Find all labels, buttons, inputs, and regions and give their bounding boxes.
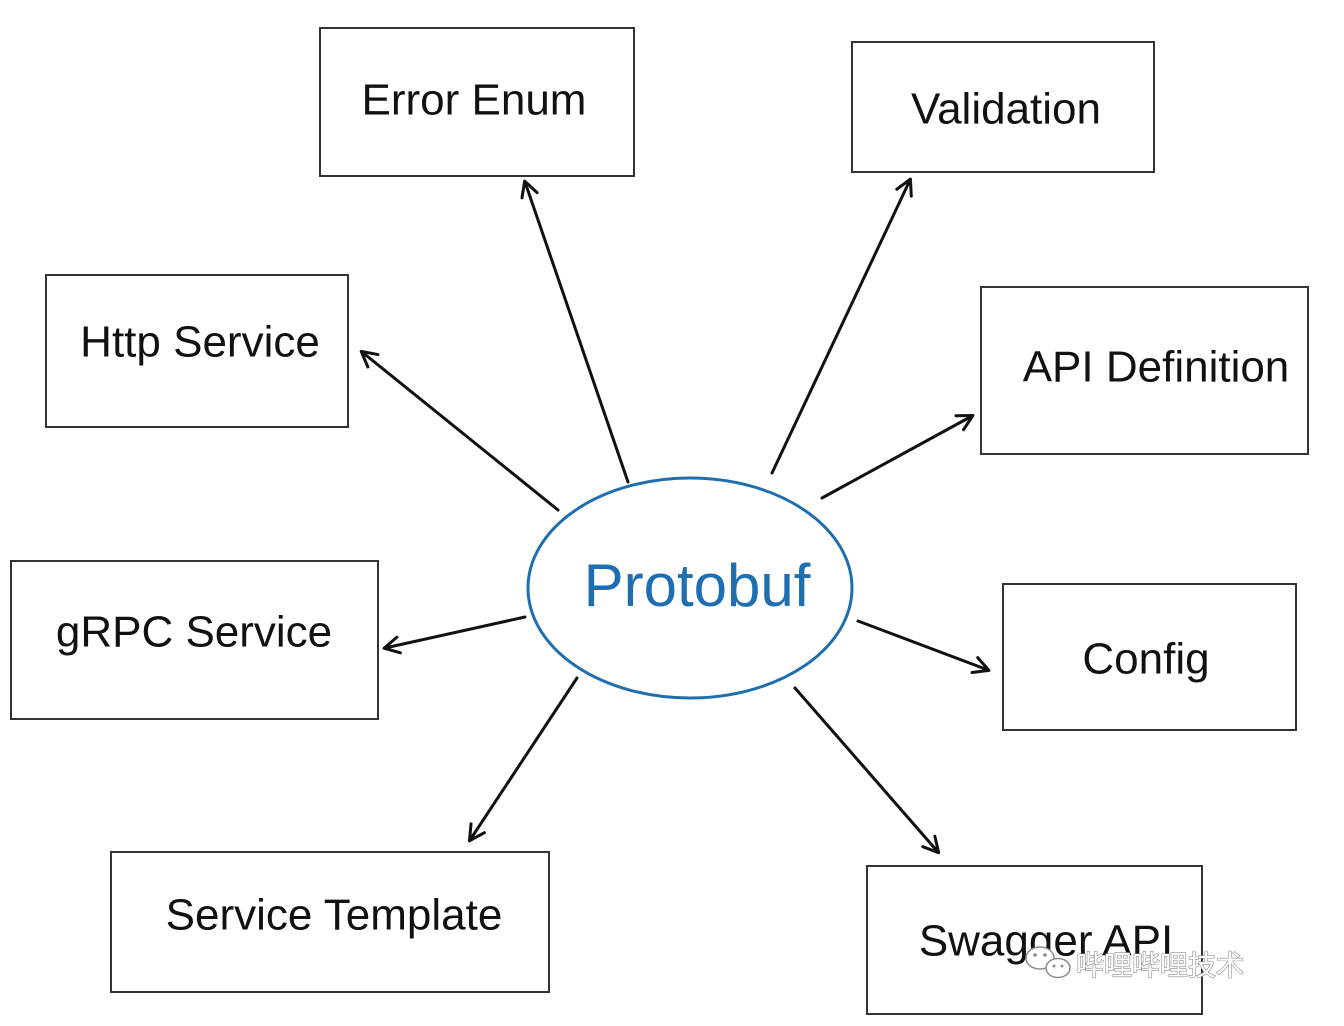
arrow-to-validation bbox=[770, 177, 913, 475]
node-box bbox=[319, 27, 635, 177]
arrow-to-config bbox=[856, 619, 991, 675]
node-config: Config bbox=[1002, 583, 1297, 731]
arrow-to-api-definition bbox=[820, 414, 975, 500]
node-http-service: Http Service bbox=[45, 274, 349, 428]
node-label: Error Enum bbox=[362, 76, 587, 125]
wechat-icon bbox=[1025, 946, 1071, 979]
arrow-to-http-service bbox=[359, 349, 560, 512]
node-label: Validation bbox=[911, 85, 1101, 134]
node-label: API Definition bbox=[1023, 343, 1290, 392]
node-swagger-api: Swagger API bbox=[866, 865, 1203, 1015]
node-label: Config bbox=[1082, 635, 1209, 684]
node-box bbox=[10, 560, 379, 720]
node-label: Http Service bbox=[80, 318, 320, 367]
node-api-definition: API Definition bbox=[980, 286, 1309, 455]
center-label: Protobuf bbox=[584, 552, 811, 619]
node-label: gRPC Service bbox=[56, 608, 332, 657]
node-error-enum: Error Enum bbox=[319, 27, 635, 177]
node-grpc-service: gRPC Service bbox=[10, 560, 379, 720]
node-service-template: Service Template bbox=[110, 851, 550, 993]
arrow-to-service-template bbox=[467, 676, 579, 843]
watermark-text: 哔哩哔哩技术 bbox=[1076, 949, 1244, 982]
arrow-to-swagger-api bbox=[793, 686, 941, 855]
watermark: 哔哩哔哩技术 bbox=[1025, 946, 1245, 983]
node-box bbox=[45, 274, 349, 428]
node-box bbox=[980, 286, 1309, 455]
node-box bbox=[851, 41, 1155, 173]
node-validation: Validation bbox=[851, 41, 1155, 173]
arrow-to-error-enum bbox=[520, 179, 630, 484]
node-box bbox=[866, 865, 1203, 1015]
node-box bbox=[110, 851, 550, 993]
center-node: Protobuf bbox=[526, 476, 854, 700]
node-box bbox=[1002, 583, 1297, 731]
arrows bbox=[359, 177, 991, 855]
node-label: Service Template bbox=[166, 891, 503, 940]
arrow-to-grpc-service bbox=[382, 615, 527, 655]
center-ellipse bbox=[526, 476, 854, 700]
